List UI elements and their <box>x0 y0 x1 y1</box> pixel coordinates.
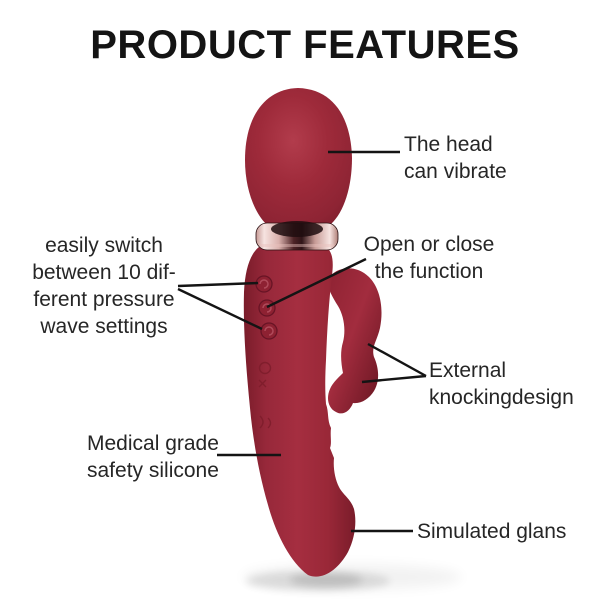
annotation-lines <box>177 150 427 533</box>
line-knocking-bottom <box>361 374 427 384</box>
control-button <box>255 275 273 293</box>
label-line: wave settings <box>40 315 168 338</box>
ground-shadow <box>242 564 462 591</box>
handle-surface-marks <box>258 361 272 429</box>
control-buttons <box>255 275 278 340</box>
line-open-close <box>266 257 367 309</box>
label-simulated-glans: Simulated glans <box>417 518 566 545</box>
label-line: The head <box>404 133 493 156</box>
label-line: safety silicone <box>87 459 219 482</box>
label-line: Simulated glans <box>417 520 567 543</box>
label-pressure-settings: easily switch between 10 dif- ferent pre… <box>18 232 190 340</box>
label-line: can vibrate <box>404 160 507 183</box>
label-open-close: Open or close the function <box>350 231 508 285</box>
label-head-vibrate: The head can vibrate <box>404 131 507 185</box>
label-line: between 10 dif- <box>32 261 176 284</box>
label-medical-silicone: Medical grade safety silicone <box>87 430 219 484</box>
knocking-arm-shape <box>327 268 382 414</box>
label-line: easily switch <box>45 234 163 257</box>
control-button <box>260 322 278 340</box>
label-line: ferent pressure <box>33 288 175 311</box>
label-line: knockingdesign <box>429 386 574 409</box>
line-knocking-top <box>367 342 427 378</box>
label-line: the function <box>374 260 484 283</box>
label-line: Open or close <box>363 233 495 256</box>
label-line: External <box>429 359 507 382</box>
metal-ring <box>255 221 339 251</box>
label-line: Medical grade <box>87 432 219 455</box>
line-pressure-top <box>177 281 259 288</box>
control-button <box>258 299 276 317</box>
page-title: PRODUCT FEATURES <box>90 23 520 67</box>
label-external-knocking: External knockingdesign <box>429 357 574 411</box>
wand-head-shape <box>245 88 352 228</box>
line-pressure-bottom <box>177 287 263 331</box>
